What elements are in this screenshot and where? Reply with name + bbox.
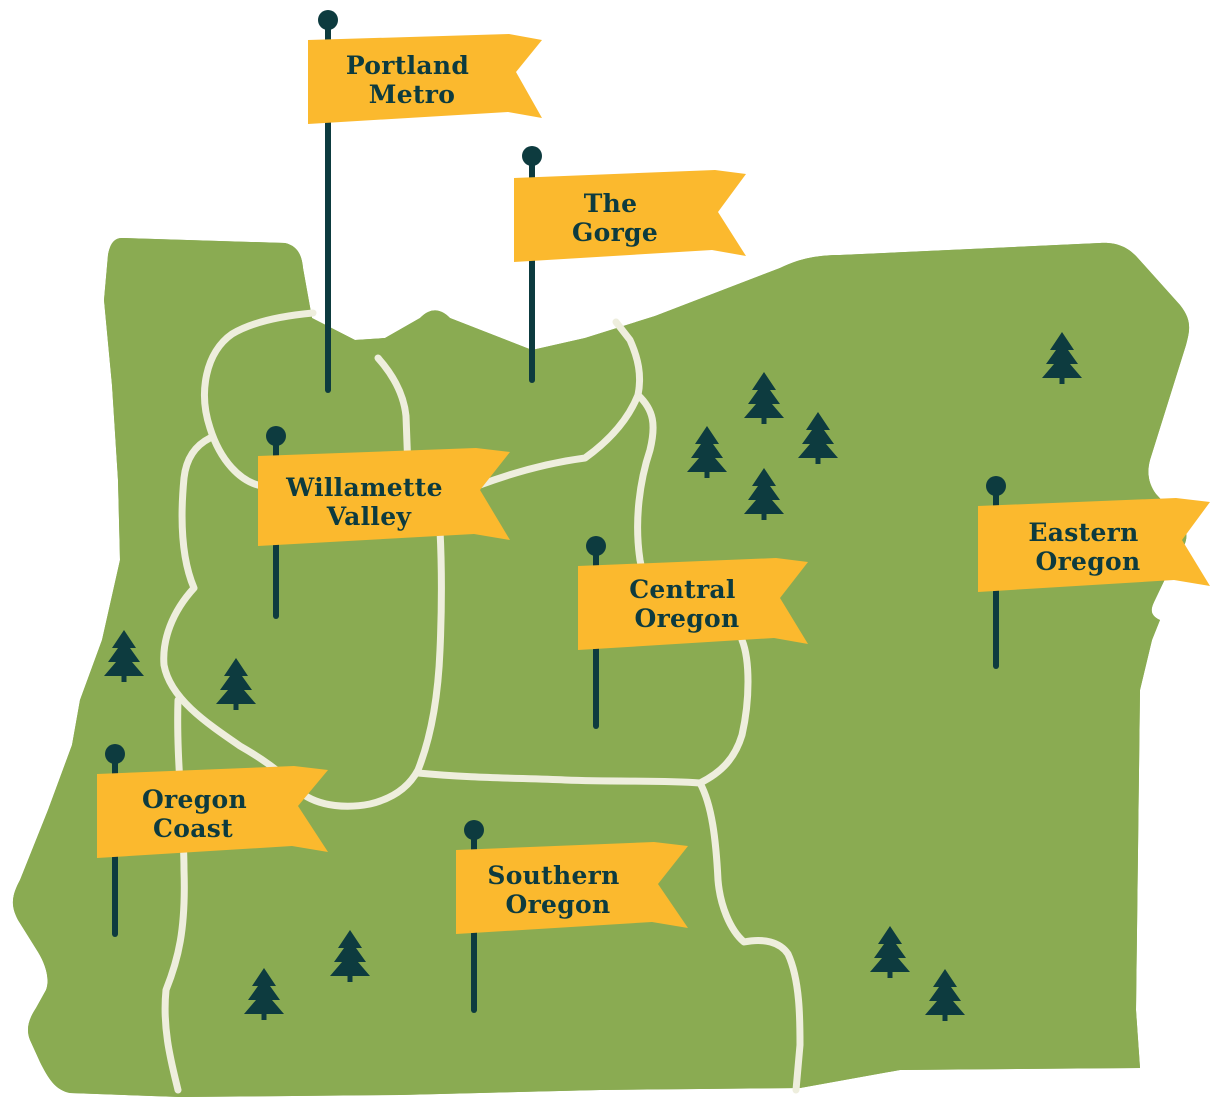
- map-pin-icon: [986, 476, 1006, 496]
- flag-portland-metro[interactable]: Portland Metro: [308, 10, 542, 393]
- map-pin-icon: [522, 146, 542, 166]
- flag-label-line2: Coast: [153, 814, 233, 843]
- svg-text:Central Oregon: Central Oregon: [629, 575, 745, 633]
- flag-label-line2: Oregon: [506, 890, 611, 919]
- flag-label-line1: Central: [629, 575, 736, 604]
- svg-text:Southern Oregon: Southern Oregon: [487, 861, 628, 919]
- flag-icon: [514, 170, 746, 262]
- flag-oregon-coast[interactable]: Oregon Coast: [97, 744, 328, 937]
- map-pin-icon: [464, 820, 484, 840]
- map-pin-icon: [318, 10, 338, 30]
- flag-label-line1: Eastern: [1028, 518, 1138, 547]
- flag-icon: [978, 498, 1210, 592]
- flag-label-line2: Gorge: [572, 218, 658, 247]
- flag-label-line2: Valley: [326, 502, 413, 531]
- flag-label-line2: Oregon: [635, 604, 740, 633]
- flag-label-line1: Willamette: [285, 473, 443, 502]
- flag-icon: [456, 842, 688, 934]
- flag-label-line1: Southern: [487, 861, 619, 890]
- flag-label-line2: Metro: [369, 80, 455, 109]
- region-flags: Portland Metro The Gorge Willamette Vall…: [97, 10, 1210, 1013]
- svg-text:Eastern Oregon: Eastern Oregon: [1028, 518, 1147, 576]
- svg-text:Oregon Coast: Oregon Coast: [142, 785, 256, 843]
- flag-label-line1: The: [584, 189, 638, 218]
- svg-text:The Gorge: The Gorge: [572, 189, 658, 247]
- flag-icon: [258, 448, 510, 546]
- flag-label-line1: Oregon: [142, 785, 247, 814]
- flag-icon: [97, 766, 328, 858]
- svg-text:Willamette Valley: Willamette Valley: [285, 473, 452, 531]
- flag-label-line2: Oregon: [1036, 547, 1141, 576]
- svg-text:Portland Metro: Portland Metro: [346, 51, 478, 109]
- flag-willamette-valley[interactable]: Willamette Valley: [258, 426, 510, 619]
- map-pin-icon: [266, 426, 286, 446]
- flag-icon: [578, 558, 808, 650]
- flag-southern-oregon[interactable]: Southern Oregon: [456, 820, 688, 1013]
- oregon-land: [12, 238, 1190, 1097]
- flag-the-gorge[interactable]: The Gorge: [514, 146, 746, 383]
- map-pin-icon: [105, 744, 125, 764]
- flag-eastern-oregon[interactable]: Eastern Oregon: [978, 476, 1210, 669]
- flag-central-oregon[interactable]: Central Oregon: [578, 536, 808, 729]
- flag-label-line1: Portland: [346, 51, 469, 80]
- map-pin-icon: [586, 536, 606, 556]
- flag-icon: [308, 34, 542, 124]
